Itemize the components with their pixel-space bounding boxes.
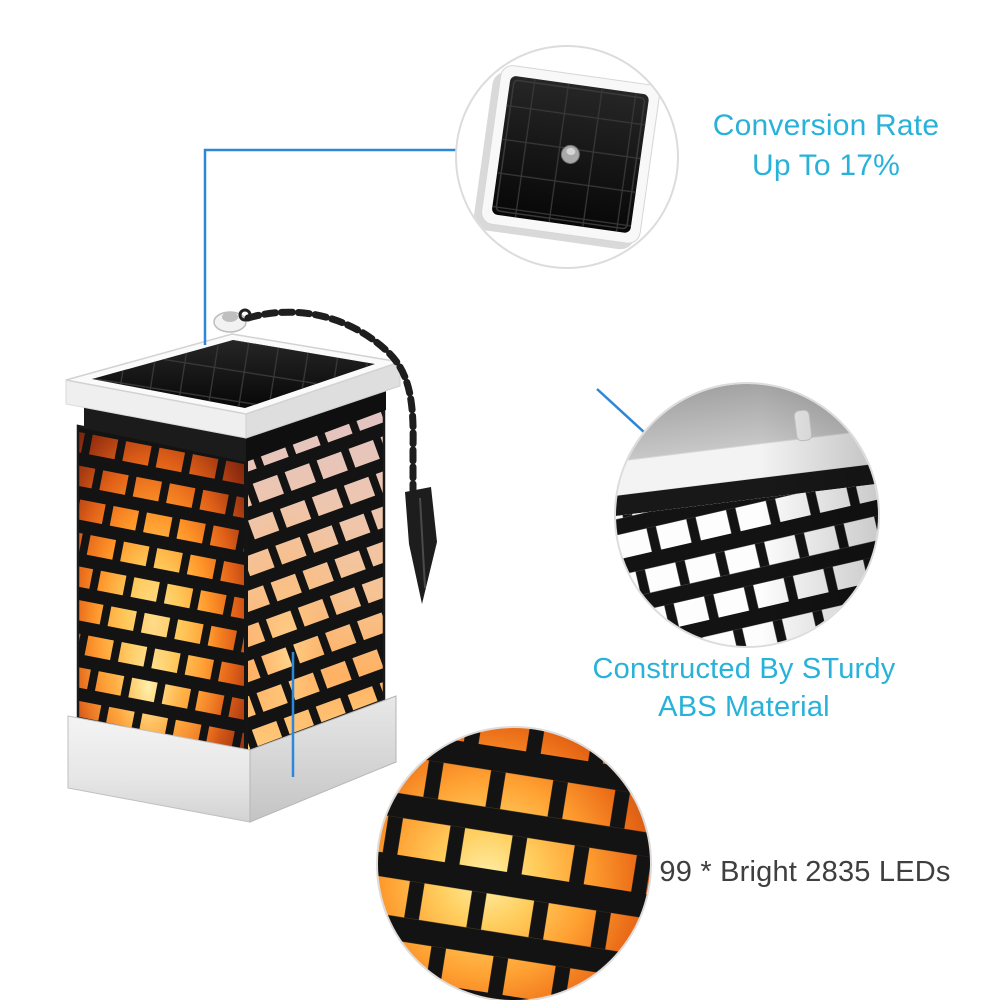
callout-solar-panel (455, 45, 679, 269)
label-abs-line2: ABS Material (658, 691, 830, 723)
label-conversion-line1: Conversion Rate (712, 109, 940, 142)
lantern-lid (65, 311, 401, 439)
led-flame-closeup (378, 728, 650, 1000)
label-led-count: 99 * Bright 2835 LEDs (655, 852, 955, 892)
hanging-chain (238, 308, 417, 494)
solar-panel-closeup (473, 65, 660, 250)
leader-lines (203, 148, 646, 777)
label-abs-material: Constructed By STurdy ABS Material (564, 650, 924, 726)
label-led-line1: 99 * Bright 2835 LEDs (659, 856, 951, 888)
hanging-clip (405, 487, 437, 604)
leader-line-abs (596, 388, 646, 434)
label-conversion-line2: Up To 17% (751, 149, 900, 182)
lantern-base (67, 695, 397, 823)
leader-line-solar-panel (203, 148, 457, 345)
label-conversion-rate: Conversion Rate Up To 17% (676, 106, 976, 186)
lantern-collar (84, 384, 386, 462)
lantern (65, 308, 437, 823)
callout-leds (376, 726, 652, 1000)
callout-abs-material (614, 382, 880, 648)
abs-material-closeup (616, 384, 878, 646)
label-abs-line1: Constructed By STurdy (592, 653, 896, 685)
lantern-body (76, 406, 386, 754)
